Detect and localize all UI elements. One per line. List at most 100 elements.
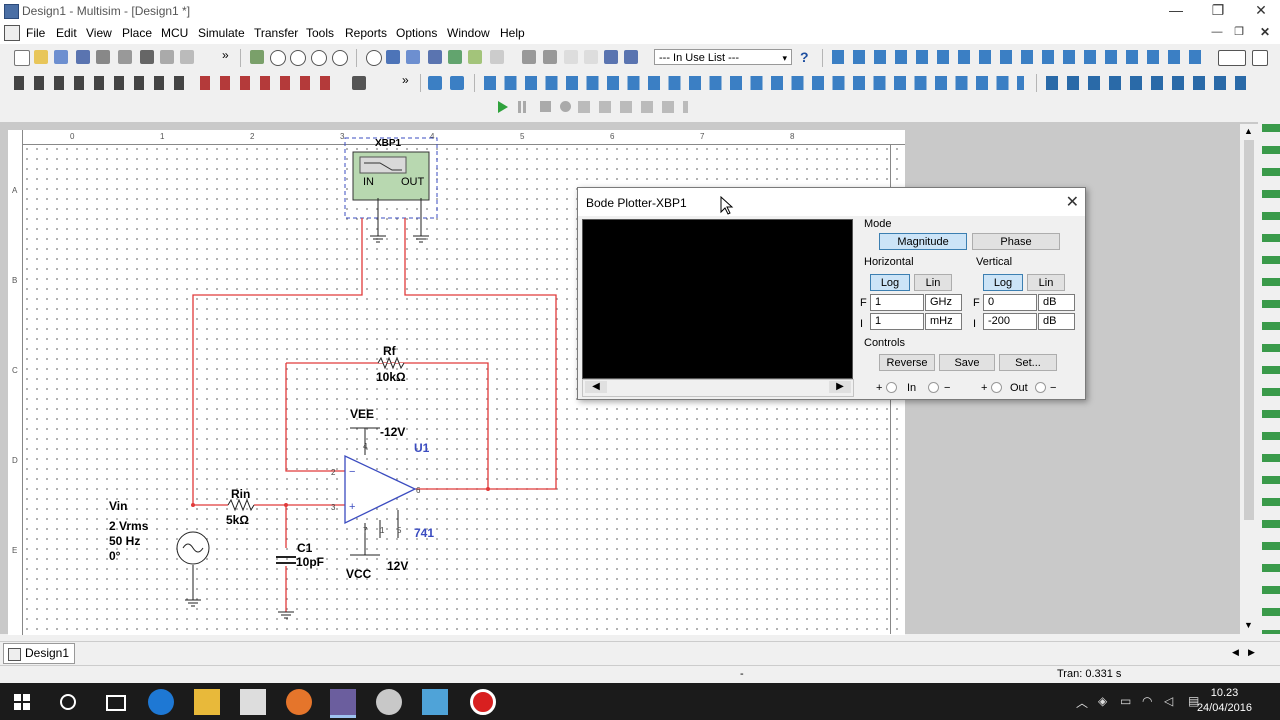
back-annotate-icon[interactable] bbox=[584, 50, 598, 64]
instrument-toolbar-icons[interactable] bbox=[832, 50, 1202, 64]
menu-window[interactable]: Window bbox=[447, 26, 490, 40]
annotate-icon[interactable] bbox=[543, 50, 557, 64]
horizontal-initial-unit[interactable]: mHz bbox=[925, 313, 962, 330]
interactive-icon[interactable] bbox=[560, 101, 571, 112]
windows-start-icon[interactable] bbox=[14, 694, 30, 710]
search-icon[interactable] bbox=[60, 694, 76, 710]
spreadsheet-view-icon[interactable] bbox=[386, 50, 400, 64]
capture-area-icon[interactable] bbox=[564, 50, 578, 64]
zoom-sheet-icon[interactable] bbox=[332, 50, 348, 66]
component-wizard-icon[interactable] bbox=[448, 50, 462, 64]
ultiboard-icon[interactable] bbox=[376, 689, 402, 715]
paste-icon[interactable] bbox=[180, 50, 194, 64]
scroll-left-icon[interactable]: ◀ bbox=[585, 381, 607, 393]
tab-design1[interactable]: Design1 * bbox=[3, 643, 75, 679]
bode-close-button[interactable]: ✕ bbox=[1065, 194, 1079, 211]
wifi-icon[interactable]: ◠ bbox=[1142, 694, 1153, 708]
menu-simulate[interactable]: Simulate bbox=[198, 26, 245, 40]
horizontal-lin-button[interactable]: Lin bbox=[914, 274, 952, 291]
out-plus-terminal-icon[interactable] bbox=[991, 382, 1002, 393]
close-button[interactable]: ✕ bbox=[1255, 2, 1267, 18]
probe-toolbar-icons[interactable] bbox=[484, 76, 1024, 90]
vertical-log-button[interactable]: Log bbox=[983, 274, 1023, 291]
bode-horizontal-scrollbar[interactable]: ◀ ▶ bbox=[582, 379, 854, 397]
pause-icon[interactable] bbox=[518, 101, 526, 113]
menu-edit[interactable]: Edit bbox=[56, 26, 77, 40]
scroll-up-icon[interactable]: ▲ bbox=[1244, 126, 1253, 136]
menu-tools[interactable]: Tools bbox=[306, 26, 335, 40]
in-minus-terminal-icon[interactable] bbox=[928, 382, 939, 393]
tab-scroll-right-icon[interactable]: ▶ bbox=[1248, 647, 1255, 657]
tab-scroll-left-icon[interactable]: ◀ bbox=[1232, 647, 1239, 657]
postprocessor-icon[interactable] bbox=[490, 50, 504, 64]
scrollbar-thumb[interactable] bbox=[1244, 140, 1254, 520]
cut-icon[interactable] bbox=[140, 50, 154, 64]
scroll-right-icon[interactable]: ▶ bbox=[829, 381, 851, 393]
step-controls-icons[interactable] bbox=[578, 101, 688, 113]
mdi-minimize-button[interactable]: — bbox=[1211, 26, 1223, 38]
full-screen-icon[interactable] bbox=[250, 50, 264, 64]
taskbar-clock[interactable]: 10.23 24/04/2016 bbox=[1197, 686, 1252, 716]
find-icon[interactable] bbox=[366, 50, 382, 66]
menu-mcu[interactable]: MCU bbox=[161, 26, 189, 40]
magnitude-button[interactable]: Magnitude bbox=[879, 233, 967, 250]
transfer-icon[interactable] bbox=[604, 50, 618, 64]
scroll-down-icon[interactable]: ▼ bbox=[1244, 620, 1253, 630]
menu-file[interactable]: File bbox=[26, 26, 46, 40]
menu-view[interactable]: View bbox=[86, 26, 112, 40]
battery-icon[interactable]: ▭ bbox=[1120, 694, 1132, 708]
minimize-button[interactable]: — bbox=[1169, 2, 1183, 18]
toggle-view-icon[interactable] bbox=[1218, 50, 1246, 66]
instruments-side-toolbar[interactable] bbox=[1262, 124, 1280, 634]
volume-icon[interactable]: ◁ bbox=[1164, 694, 1174, 708]
help-icon[interactable]: ? bbox=[800, 49, 809, 65]
menu-reports[interactable]: Reports bbox=[345, 26, 388, 40]
in-plus-terminal-icon[interactable] bbox=[886, 382, 897, 393]
vertical-initial-unit[interactable]: dB bbox=[1038, 313, 1075, 330]
zoom-out-icon[interactable] bbox=[290, 50, 306, 66]
place-bus-icon[interactable] bbox=[352, 76, 366, 90]
store-icon[interactable] bbox=[240, 689, 266, 715]
menu-transfer[interactable]: Transfer bbox=[254, 26, 299, 40]
overflow-chevron-icon[interactable]: » bbox=[222, 48, 229, 62]
horizontal-log-button[interactable]: Log bbox=[870, 274, 910, 291]
design-toolbox-icon[interactable] bbox=[406, 50, 420, 64]
grapher-icon[interactable] bbox=[468, 50, 482, 64]
restore-button[interactable]: ❐ bbox=[1211, 2, 1225, 18]
stop-icon[interactable] bbox=[540, 101, 551, 112]
vertical-final-unit[interactable]: dB bbox=[1038, 294, 1075, 311]
horizontal-initial-input[interactable]: 1 bbox=[870, 313, 924, 330]
vertical-initial-input[interactable]: -200 bbox=[983, 313, 1037, 330]
photos-icon[interactable] bbox=[422, 689, 448, 715]
out-minus-terminal-icon[interactable] bbox=[1035, 382, 1046, 393]
dropbox-icon[interactable]: ◈ bbox=[1098, 694, 1108, 708]
in-use-list-dropdown[interactable]: --- In Use List --- ▾ bbox=[654, 49, 792, 65]
probe-settings-icon[interactable] bbox=[450, 76, 464, 90]
document-icon[interactable] bbox=[4, 25, 20, 41]
component-source-icons[interactable] bbox=[14, 76, 194, 90]
open-folder-icon[interactable] bbox=[34, 50, 48, 64]
set-button[interactable]: Set... bbox=[999, 354, 1057, 371]
tray-expand-icon[interactable]: ︿ bbox=[1076, 696, 1089, 710]
menu-place[interactable]: Place bbox=[122, 26, 153, 40]
multisim-app-icon[interactable] bbox=[4, 4, 19, 19]
save-button[interactable]: Save bbox=[939, 354, 995, 371]
zoom-in-icon[interactable] bbox=[270, 50, 286, 66]
mdi-restore-button[interactable]: ❐ bbox=[1234, 26, 1244, 38]
print-icon[interactable] bbox=[96, 50, 110, 64]
component-basic-icons[interactable] bbox=[200, 76, 340, 90]
vertical-lin-button[interactable]: Lin bbox=[1027, 274, 1065, 291]
zoom-area-icon[interactable] bbox=[311, 50, 327, 66]
phase-button[interactable]: Phase bbox=[972, 233, 1060, 250]
multisim-taskbar-icon[interactable] bbox=[330, 689, 356, 718]
overflow-chevron-icon[interactable]: » bbox=[402, 73, 409, 87]
copy-icon[interactable] bbox=[160, 50, 174, 64]
file-explorer-icon[interactable] bbox=[194, 689, 220, 715]
firefox-icon[interactable] bbox=[286, 689, 312, 715]
print-preview-icon[interactable] bbox=[118, 50, 132, 64]
forward-annotate-icon[interactable] bbox=[624, 50, 638, 64]
new-file-icon[interactable] bbox=[14, 50, 30, 66]
analysis-toolbar-icons[interactable] bbox=[1046, 76, 1246, 90]
edge-browser-icon[interactable] bbox=[148, 689, 174, 715]
task-view-icon[interactable] bbox=[106, 695, 126, 711]
